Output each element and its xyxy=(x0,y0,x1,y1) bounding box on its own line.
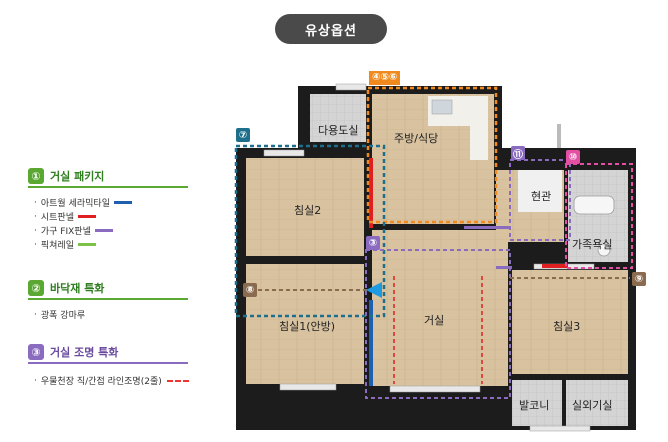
option-outline-10 xyxy=(565,163,633,269)
legend-item: ·우물천장 직/간접 라인조명(2줄) xyxy=(34,374,189,387)
legend-heading-flooring: ② 바닥재 특화 xyxy=(28,278,104,298)
utility-floor xyxy=(310,94,366,142)
option-tag-11: ⑪ xyxy=(511,146,525,161)
bed3-floor xyxy=(512,270,628,374)
option-outline-living xyxy=(365,249,511,399)
window xyxy=(263,149,305,157)
sheet-panel xyxy=(542,264,568,268)
legend-swatch-green xyxy=(78,243,96,246)
option-tag-10: ⑩ xyxy=(566,150,580,164)
balcony-floor xyxy=(512,380,562,426)
option-tag-kitchen: ④⑤⑥ xyxy=(369,71,401,85)
living-floor xyxy=(372,230,508,386)
toilet xyxy=(597,243,611,257)
sheet-panel xyxy=(369,158,373,228)
room-label-kitchen: 주방/식당 xyxy=(394,132,439,145)
furniture-fix-panel xyxy=(464,226,510,229)
option-tag-3: ③ xyxy=(366,236,380,250)
entrance-arrow-icon xyxy=(366,282,382,298)
pipe-icon xyxy=(557,124,561,148)
legend-item: ·광폭 강마루 xyxy=(34,309,86,322)
bath-floor xyxy=(568,170,628,262)
legend-item: ·가구 FIX판넬 xyxy=(34,224,113,237)
legend-underline xyxy=(28,362,188,364)
legend-swatch-dashed-red xyxy=(166,379,189,382)
legend-number: ① xyxy=(28,168,44,184)
option-tag-9: ⑨ xyxy=(632,272,646,286)
room-label-outdoor-unit: 실외기실 xyxy=(572,399,613,412)
room-label-bed2: 침실2 xyxy=(294,204,322,217)
option-tag-7: ⑦ xyxy=(236,128,250,142)
room-label-bed1: 침실1(안방) xyxy=(279,320,336,333)
legend-swatch-red xyxy=(78,215,96,218)
entrance-floor xyxy=(518,170,562,212)
legend-title: 거실 패키지 xyxy=(50,170,105,183)
room-label-utility: 다용도실 xyxy=(318,124,359,137)
page-title: 유상옵션 xyxy=(275,14,387,44)
legend-underline xyxy=(28,298,188,300)
window xyxy=(529,425,591,432)
outdoor-floor xyxy=(566,380,628,426)
option-outline-7 xyxy=(234,144,386,318)
bed2-floor xyxy=(246,158,364,256)
art-wall-tile xyxy=(369,300,373,386)
room-label-entrance: 현관 xyxy=(531,190,552,203)
bed1-floor xyxy=(246,264,364,384)
option-outline-kitchen xyxy=(366,86,498,224)
legend-heading-living-package: ① 거실 패키지 xyxy=(28,166,104,186)
legend-item: ·시트판넬 xyxy=(34,210,96,223)
room-label-family-bath: 가족욕실 xyxy=(572,238,613,251)
legend-heading-lighting: ③ 거실 조명 특화 xyxy=(28,342,118,362)
legend-item: ·아트월 세라믹타일 xyxy=(34,196,132,209)
room-label-balcony: 발코니 xyxy=(519,399,550,412)
legend-number: ③ xyxy=(28,344,44,360)
window xyxy=(279,383,337,391)
legend-item: ·픽쳐레일 xyxy=(34,238,96,251)
furniture-fix-panel xyxy=(496,266,512,269)
legend-number: ② xyxy=(28,280,44,296)
kitchen-sink xyxy=(431,99,453,115)
option-outline-11 xyxy=(509,159,571,241)
legend-swatch-blue xyxy=(113,201,132,204)
legend-underline xyxy=(28,186,188,188)
legend-title: 바닥재 특화 xyxy=(50,282,105,295)
legend-swatch-purple xyxy=(94,229,113,232)
bathtub xyxy=(573,195,615,215)
room-label-bed3: 침실3 xyxy=(553,320,581,333)
option-tag-8: ⑧ xyxy=(243,283,257,297)
kitchen-counter-side xyxy=(470,96,488,160)
room-label-living: 거실 xyxy=(424,314,445,327)
window xyxy=(335,83,367,91)
window xyxy=(389,385,481,393)
legend-title: 거실 조명 특화 xyxy=(50,346,119,359)
